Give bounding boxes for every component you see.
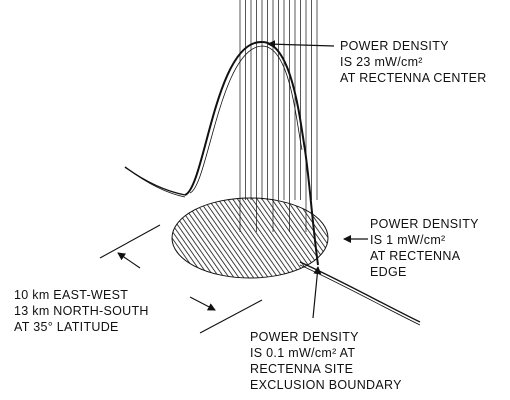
label-line: IS 23 mW/cm² [340,55,423,69]
label-line: AT RECTENNA [370,249,461,263]
beam-lines [239,0,318,232]
dimension-line-ns [99,224,161,259]
label-line: 10 km EAST-WEST [14,288,129,302]
label-line: POWER DENSITY [340,39,449,53]
label-line: IS 0.1 mW/cm² AT [250,346,356,360]
power-density-curve [184,40,319,266]
label-line: POWER DENSITY [250,330,359,344]
leader-arrow-center [267,40,335,49]
label-line: AT 35° LATITUDE [14,320,119,334]
label-line: RECTENNA SITE [250,362,354,376]
label-center-power-density: POWER DENSITY IS 23 mW/cm² AT RECTENNA C… [340,38,487,86]
label-line: AT RECTENNA CENTER [340,71,487,85]
power-density-curve-inner [189,45,303,194]
label-dimensions: 10 km EAST-WEST 13 km NORTH-SOUTH AT 35°… [14,287,149,335]
ground-line-left [124,166,186,196]
dimension-arrow-upper [117,252,141,269]
label-line: POWER DENSITY [370,217,479,231]
label-line: IS 1 mW/cm² [370,233,446,247]
ground-line-left-shadow [124,166,186,198]
label-line: 13 km NORTH-SOUTH [14,304,149,318]
dimension-arrow-lower [189,296,216,311]
label-line: EDGE [370,265,407,279]
rectenna-ellipse [171,197,329,279]
leader-arrow-exclusion [312,266,322,319]
label-line: EXCLUSION BOUNDARY [250,378,402,392]
dimension-line-ew [199,299,263,334]
label-edge-power-density: POWER DENSITY IS 1 mW/cm² AT RECTENNA ED… [370,216,479,280]
label-exclusion-power-density: POWER DENSITY IS 0.1 mW/cm² AT RECTENNA … [250,329,402,393]
